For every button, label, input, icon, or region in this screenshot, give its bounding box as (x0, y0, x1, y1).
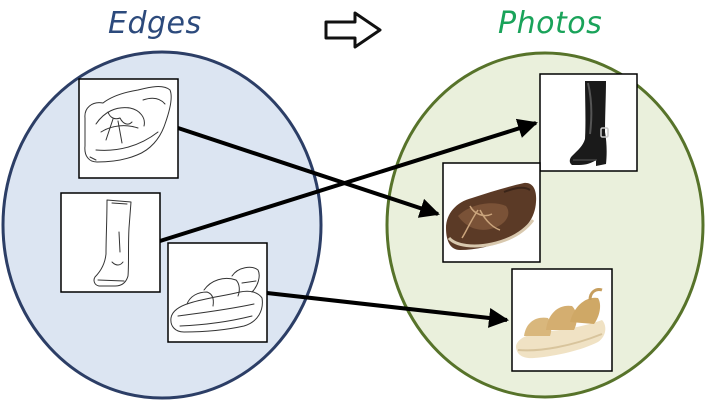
transform-arrow-icon (324, 11, 382, 49)
photo-sandal (511, 268, 613, 372)
photos-heading: Photos (498, 6, 603, 41)
mapping-arrows (159, 118, 538, 328)
edge-boot (60, 192, 161, 293)
arrow-boot (159, 118, 538, 243)
arrow-sandal (266, 291, 509, 328)
arrow-moccasin (177, 126, 440, 218)
edges-heading: Edges (108, 6, 202, 41)
edge-moccasin (78, 78, 179, 179)
edge-sandal (167, 242, 268, 343)
photo-moccasin (442, 162, 541, 263)
photo-boot (539, 73, 638, 172)
